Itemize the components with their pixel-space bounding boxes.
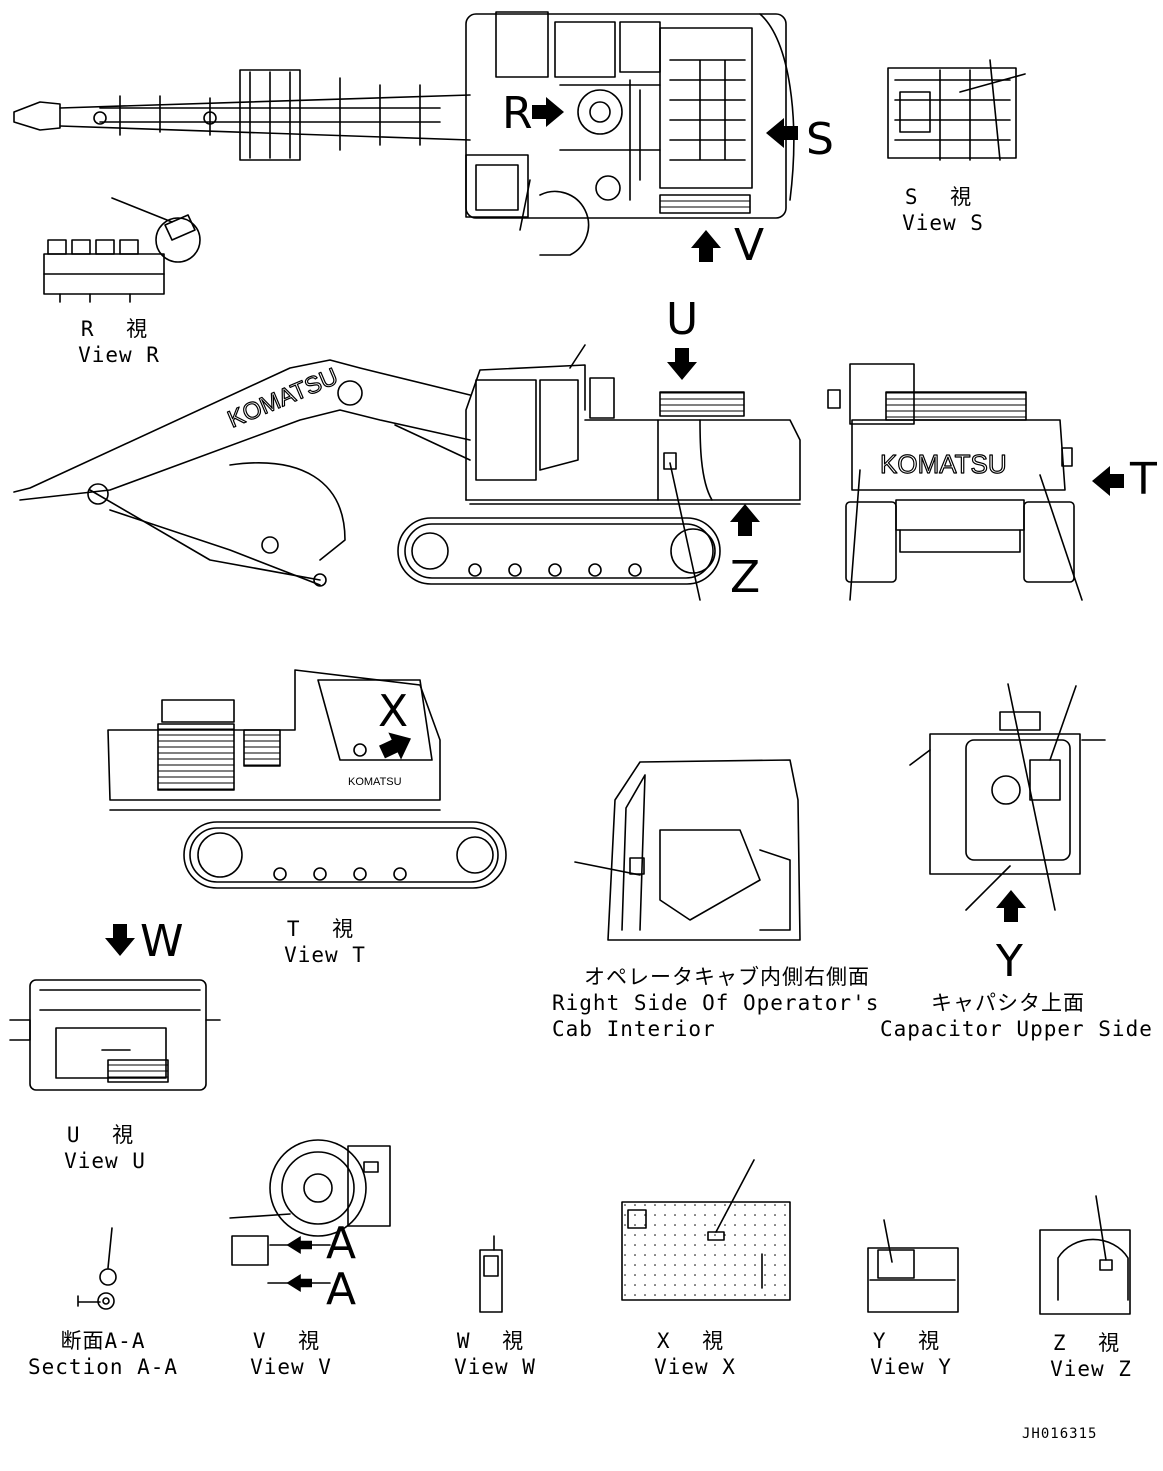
section-aa-drawing xyxy=(77,1227,117,1310)
capacitor-drawing xyxy=(909,683,1106,911)
rear-view-drawing: KOMATSU xyxy=(827,363,1083,601)
section-letter-a-lower: A xyxy=(326,1264,357,1315)
rear-view-logo: KOMATSU xyxy=(880,449,1007,479)
view-x-drawing xyxy=(621,1159,791,1301)
cab-interior-drawing xyxy=(574,759,801,941)
view-letter-y: Y xyxy=(996,936,1023,987)
view-s-drawing xyxy=(887,59,1026,161)
drawing-code: JH016315 xyxy=(1022,1426,1098,1442)
side-view-logo: KOMATSU xyxy=(224,363,342,434)
view-letter-u: U xyxy=(666,294,699,345)
top-view-drawing xyxy=(13,11,795,256)
view-r-drawing xyxy=(43,197,201,303)
view-z-drawing xyxy=(1039,1195,1131,1315)
view-letter-t: T xyxy=(1130,454,1157,505)
view-letter-v: V xyxy=(734,220,765,271)
view-t-drawing: KOMATSU xyxy=(107,669,507,889)
view-t-logo: KOMATSU xyxy=(348,776,402,788)
caption-cab-interior: オペレータキャブ内側右側面 Right Side Of Operator's C… xyxy=(552,965,880,1041)
section-letter-a-upper: A xyxy=(326,1218,357,1269)
view-letter-x: X xyxy=(378,686,409,737)
view-letter-r: R xyxy=(502,88,533,139)
view-letter-s: S xyxy=(806,114,834,165)
side-view-drawing: KOMATSU xyxy=(13,344,801,601)
view-letter-w: W xyxy=(140,916,184,967)
view-letter-z: Z xyxy=(730,552,761,603)
view-u-drawing xyxy=(9,979,221,1091)
view-w-drawing xyxy=(479,1235,503,1313)
view-v-drawing xyxy=(229,1139,391,1284)
view-y-drawing xyxy=(867,1219,959,1313)
